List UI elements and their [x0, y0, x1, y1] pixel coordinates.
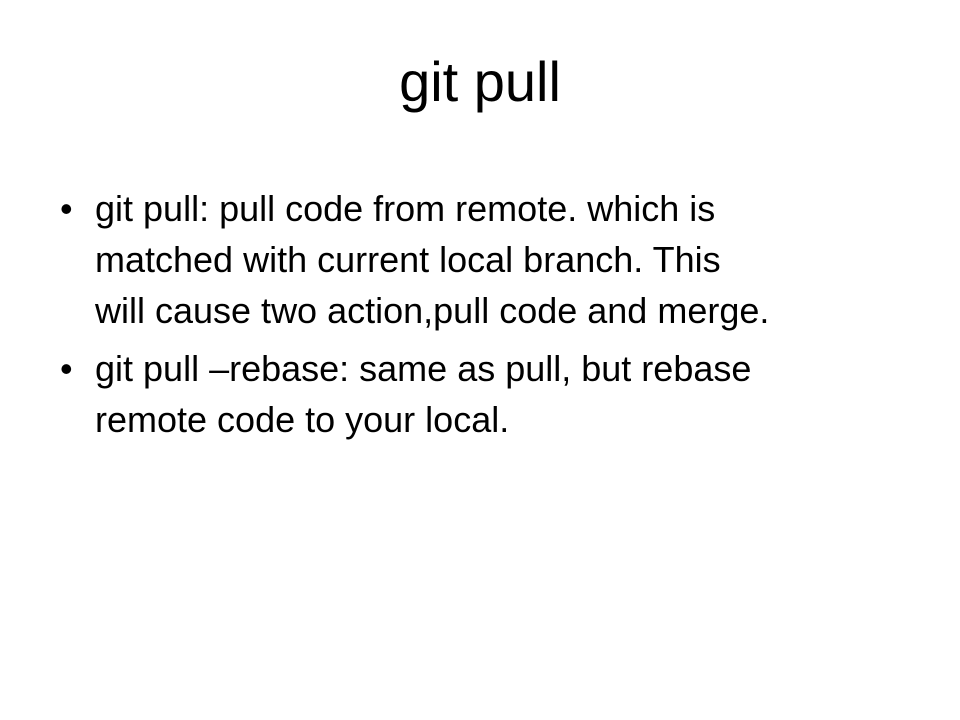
slide-title: git pull: [399, 50, 561, 113]
bullet-item: • git pull –rebase: same as pull, but re…: [60, 343, 920, 445]
bullet-text: git pull –rebase: same as pull, but reba…: [95, 343, 920, 445]
bullet-icon: •: [60, 348, 73, 389]
bullet-icon: •: [60, 188, 73, 229]
bullet-line: will cause two action,pull code and merg…: [95, 290, 770, 331]
bullet-line: git pull: pull code from remote. which i…: [95, 188, 716, 229]
bullet-line: git pull –rebase: same as pull, but reba…: [95, 348, 752, 389]
bullet-item: • git pull: pull code from remote. which…: [60, 183, 920, 336]
bullet-text: git pull: pull code from remote. which i…: [95, 183, 920, 336]
bullet-line: remote code to your local.: [95, 399, 510, 440]
bullet-line: matched with current local branch. This: [95, 239, 721, 280]
bullet-list: • git pull: pull code from remote. which…: [60, 183, 920, 445]
